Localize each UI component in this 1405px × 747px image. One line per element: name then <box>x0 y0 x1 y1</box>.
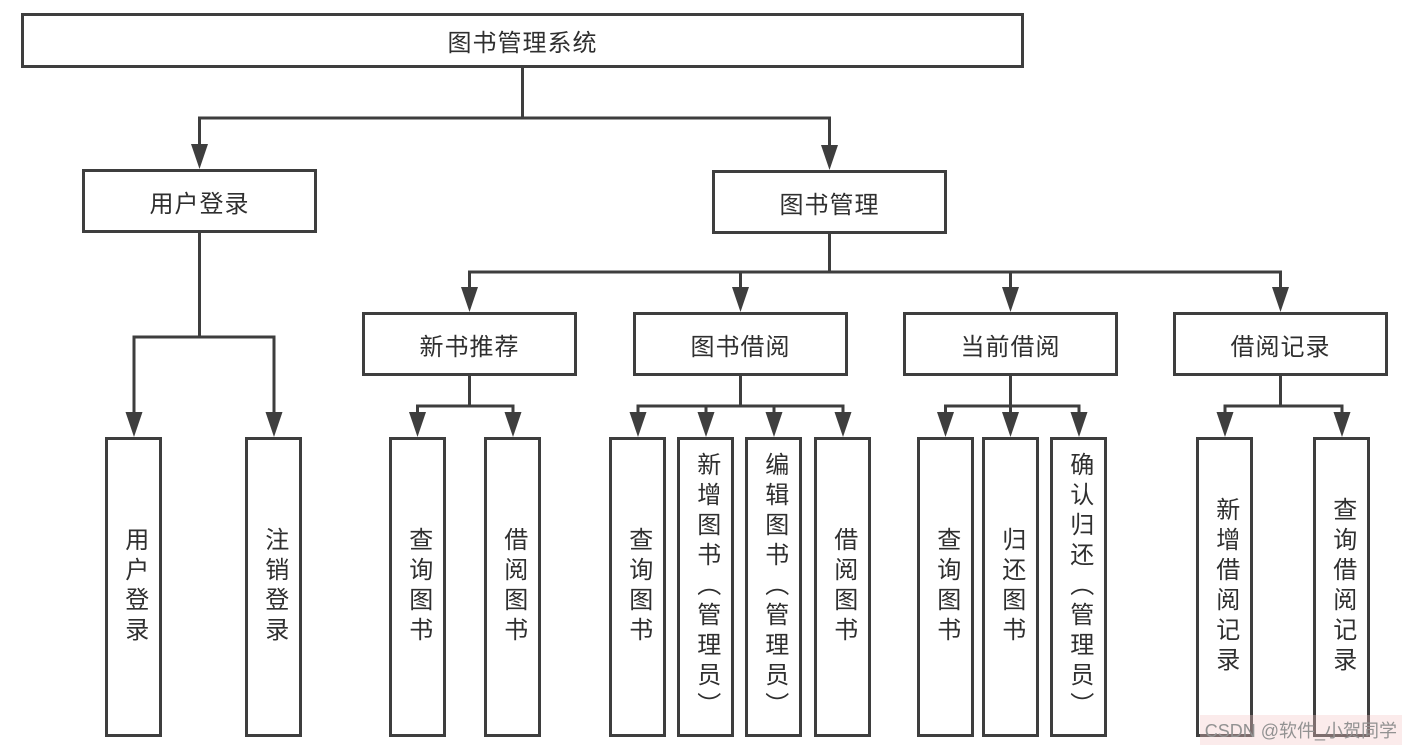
arrowhead <box>937 412 954 437</box>
arrowhead <box>265 412 283 437</box>
connector-userlogin-children <box>132 233 276 420</box>
leaf-newbooks-query: 查询图书 <box>389 437 446 737</box>
arrowhead <box>1272 287 1289 312</box>
leaf-logout: 注销登录 <box>245 437 302 737</box>
connector-borrowrecords-children <box>1223 376 1344 420</box>
node-current-borrow-label: 当前借阅 <box>960 333 1061 361</box>
connector-newbooks-children <box>416 376 515 420</box>
node-book-management: 图书管理 <box>712 170 947 234</box>
leaf-current-confirm-admin-label: 确认归还（管理员） <box>1065 452 1093 722</box>
arrowhead <box>765 412 783 437</box>
leaf-records-add-label: 新增借阅记录 <box>1211 497 1239 677</box>
leaf-user-login-label: 用户登录 <box>120 527 148 647</box>
node-new-book-recommend-label: 新书推荐 <box>419 333 520 361</box>
arrowhead <box>125 412 143 437</box>
node-borrow-records-label: 借阅记录 <box>1230 333 1331 361</box>
leaf-borrow-query: 查询图书 <box>609 437 666 737</box>
node-book-borrow-label: 图书借阅 <box>690 333 791 361</box>
leaf-newbooks-query-label: 查询图书 <box>404 527 432 647</box>
leaf-current-query-label: 查询图书 <box>932 527 960 647</box>
arrowhead <box>191 144 208 169</box>
arrowhead <box>1216 412 1234 437</box>
arrowhead <box>1333 412 1351 437</box>
node-book-management-label: 图书管理 <box>779 191 880 219</box>
arrowhead <box>697 412 715 437</box>
connector-root-to-level2 <box>198 68 831 147</box>
node-current-borrow: 当前借阅 <box>903 312 1118 376</box>
arrowheads <box>125 144 1351 437</box>
node-user-login: 用户登录 <box>82 169 317 233</box>
arrowhead <box>821 145 838 170</box>
leaf-records-query: 查询借阅记录 <box>1313 437 1370 737</box>
connector-bookborrow-children <box>636 376 845 420</box>
node-root: 图书管理系统 <box>21 13 1024 68</box>
connector-paths <box>132 68 1344 420</box>
arrowhead <box>629 412 647 437</box>
arrowhead <box>504 412 522 437</box>
leaf-borrow-edit-admin: 编辑图书（管理员） <box>745 437 802 737</box>
node-book-borrow: 图书借阅 <box>633 312 848 376</box>
leaf-current-query: 查询图书 <box>917 437 974 737</box>
arrowhead <box>409 412 426 437</box>
leaf-borrow-borrow-label: 借阅图书 <box>829 527 857 647</box>
leaf-user-login: 用户登录 <box>105 437 162 737</box>
leaf-newbooks-borrow-label: 借阅图书 <box>499 527 527 647</box>
leaf-borrow-borrow: 借阅图书 <box>814 437 871 737</box>
node-new-book-recommend: 新书推荐 <box>362 312 577 376</box>
csdn-watermark: CSDN @软件_小贺同学 <box>1199 715 1402 745</box>
leaf-borrow-add-admin-label: 新增图书（管理员） <box>692 452 720 722</box>
arrowhead <box>1002 412 1019 437</box>
arrowhead <box>834 412 852 437</box>
leaf-borrow-add-admin: 新增图书（管理员） <box>677 437 734 737</box>
connector-bookmgmt-children <box>468 234 1282 292</box>
arrowhead <box>461 287 478 312</box>
leaf-records-query-label: 查询借阅记录 <box>1328 497 1356 677</box>
leaf-logout-label: 注销登录 <box>260 527 288 647</box>
arrowhead <box>1070 412 1088 437</box>
node-user-login-label: 用户登录 <box>149 190 250 218</box>
leaf-current-return: 归还图书 <box>982 437 1039 737</box>
node-borrow-records: 借阅记录 <box>1173 312 1388 376</box>
leaf-current-return-label: 归还图书 <box>997 527 1025 647</box>
arrowhead <box>732 287 749 312</box>
leaf-records-add: 新增借阅记录 <box>1196 437 1253 737</box>
leaf-current-confirm-admin: 确认归还（管理员） <box>1050 437 1107 737</box>
leaf-borrow-edit-admin-label: 编辑图书（管理员） <box>760 452 788 722</box>
arrowhead <box>1002 287 1019 312</box>
leaf-newbooks-borrow: 借阅图书 <box>484 437 541 737</box>
leaf-borrow-query-label: 查询图书 <box>624 527 652 647</box>
node-root-label: 图书管理系统 <box>447 30 598 57</box>
